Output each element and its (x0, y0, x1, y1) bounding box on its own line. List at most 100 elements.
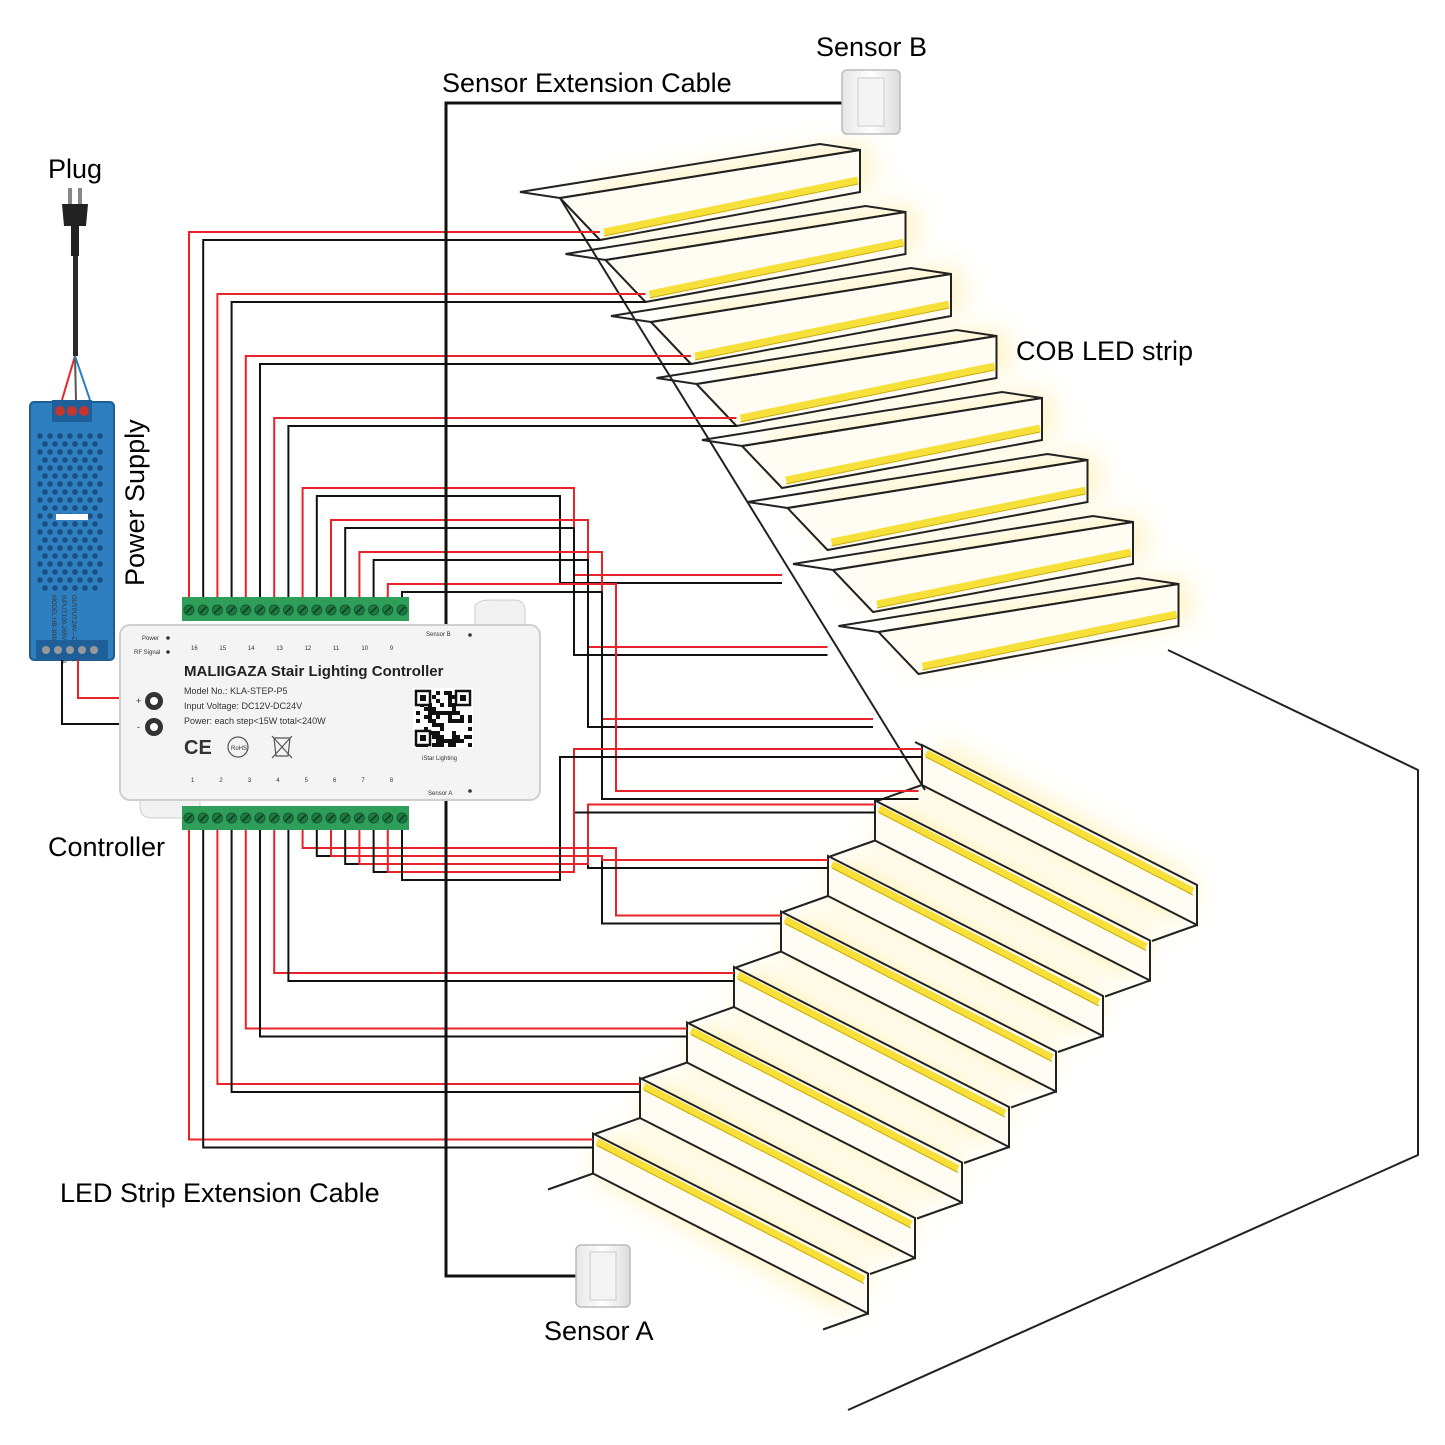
wire-black-ch12 (315, 495, 782, 598)
wire-red-ch3 (244, 830, 687, 1030)
cob-led-strip-label: COB LED strip (1016, 336, 1193, 366)
wire-red-ch5 (301, 830, 781, 917)
wire-red-ch9 (386, 583, 919, 792)
top-channel-11: 11 (333, 646, 340, 652)
wire-red-ch14 (244, 355, 691, 598)
wire-red-ch7 (358, 803, 875, 865)
cob-led-strip-6 (830, 860, 1101, 1006)
psu-vent-holes (37, 433, 103, 591)
sensor-b-label: Sensor B (816, 32, 927, 62)
wire-black-ch14 (259, 363, 691, 598)
wire-red-ch8 (386, 748, 922, 873)
rohs-icon (227, 736, 249, 758)
cob-led-strip-4 (736, 971, 1007, 1117)
psu-input-text: INPUT:100-265V AC 2.8A (60, 595, 66, 664)
bottom-channel-1: 1 (191, 778, 195, 784)
top-channel-12: 12 (305, 646, 312, 652)
step-tread-14 (610, 266, 952, 324)
rohs-mark: RoHS (231, 746, 247, 752)
plug (61, 188, 91, 401)
power-supply-label: Power Supply (120, 419, 150, 586)
step-tread-7 (829, 839, 876, 858)
power-led-label: Power (142, 636, 159, 642)
top-channel-9: 9 (390, 646, 394, 652)
controller-model: Model No.: KLA-STEP-P5 (184, 686, 288, 696)
cob-led-strip-12 (785, 424, 1041, 484)
top-channel-13: 13 (276, 646, 283, 652)
wire-red-ch15 (216, 293, 646, 598)
sensor-a-label: Sensor A (544, 1316, 654, 1346)
wire-red-ch1 (188, 830, 593, 1141)
wire-black-ch15 (230, 301, 646, 598)
weee-bin-icon (271, 735, 293, 759)
step-tread-4 (688, 1006, 735, 1024)
step-tread-16 (519, 142, 861, 200)
cob-led-strip-16 (603, 176, 859, 236)
wire-red-ch12 (301, 487, 782, 598)
step-tread-1 (547, 1172, 594, 1191)
sensor-b (841, 69, 901, 135)
psu-model-text: MODEL:HB-300W-24V (50, 595, 56, 657)
step-tread-6 (782, 895, 829, 913)
qr-caption: iStar Lighting (422, 756, 457, 762)
cob-led-strip-2 (642, 1082, 913, 1228)
cob-led-strip-10 (876, 548, 1132, 608)
wire-red-ch2 (216, 830, 640, 1085)
stair-steps (519, 142, 1198, 1331)
wire-red-ch16 (188, 231, 600, 598)
sensor-b-port-label: Sensor B (426, 632, 451, 638)
wire-red-ch10 (358, 551, 873, 720)
bottom-channel-7: 7 (361, 778, 365, 784)
wire-black-ch5 (315, 830, 781, 925)
led-strip-extension-cable-label: LED Strip Extension Cable (60, 1178, 380, 1208)
wire-red-ch11 (330, 519, 828, 648)
sensor-extension-cable-label: Sensor Extension Cable (442, 68, 732, 98)
bottom-channel-4: 4 (276, 778, 280, 784)
step-tread-12 (701, 390, 1043, 448)
step-tread-11 (747, 452, 1088, 510)
top-channel-15: 15 (219, 646, 226, 652)
top-channel-14: 14 (248, 646, 255, 652)
bottom-channel-3: 3 (248, 778, 252, 784)
top-channel-10: 10 (361, 646, 368, 652)
sensor-a-port-label: Sensor A (428, 791, 452, 797)
power-minus-label: - (137, 722, 140, 732)
terminal-screws (183, 604, 408, 824)
cob-led-strip-11 (830, 486, 1087, 546)
cob-led-strip-13 (739, 362, 996, 422)
cob-led-strip-5 (783, 916, 1054, 1061)
controller-title: MALIIGAZA Stair Lighting Controller (184, 663, 444, 680)
power-supply-unit: MODEL:HB-300W-24V INPUT:100-265V AC 2.8A… (29, 400, 115, 664)
psu-output-text: OUTPUT:24V---DC12.5A (70, 595, 76, 661)
wire-red-ch13 (273, 417, 737, 598)
led-strip-extension-cables (188, 231, 922, 1149)
wire-black-ch2 (230, 830, 640, 1093)
step-tread-15 (565, 204, 906, 262)
cob-led-strip-15 (648, 238, 905, 298)
sensor-a (575, 1244, 631, 1308)
controller-input-voltage: Input Voltage: DC12V-DC24V (184, 701, 302, 711)
wire-black-ch8 (401, 756, 922, 881)
cob-led-strip-8 (924, 749, 1195, 895)
step-tread-10 (792, 514, 1134, 572)
bottom-channel-5: 5 (305, 778, 309, 784)
power-plus-label: + (136, 696, 141, 706)
ce-mark: CE (184, 737, 212, 759)
wire-black-ch3 (259, 830, 687, 1038)
power-supply-output-wires (61, 660, 122, 725)
step-tread-13 (656, 328, 997, 386)
wire-black-ch10 (372, 559, 873, 728)
plug-label: Plug (48, 154, 102, 184)
step-tread-5 (735, 950, 782, 969)
wire-black-ch11 (344, 527, 828, 656)
cob-led-strip-3 (689, 1027, 960, 1172)
wire-black-ch4 (287, 830, 734, 982)
cob-led-strip-7 (877, 805, 1148, 950)
bottom-channel-2: 2 (219, 778, 223, 784)
wire-black-ch1 (202, 830, 593, 1149)
bottom-channel-8: 8 (390, 778, 394, 784)
